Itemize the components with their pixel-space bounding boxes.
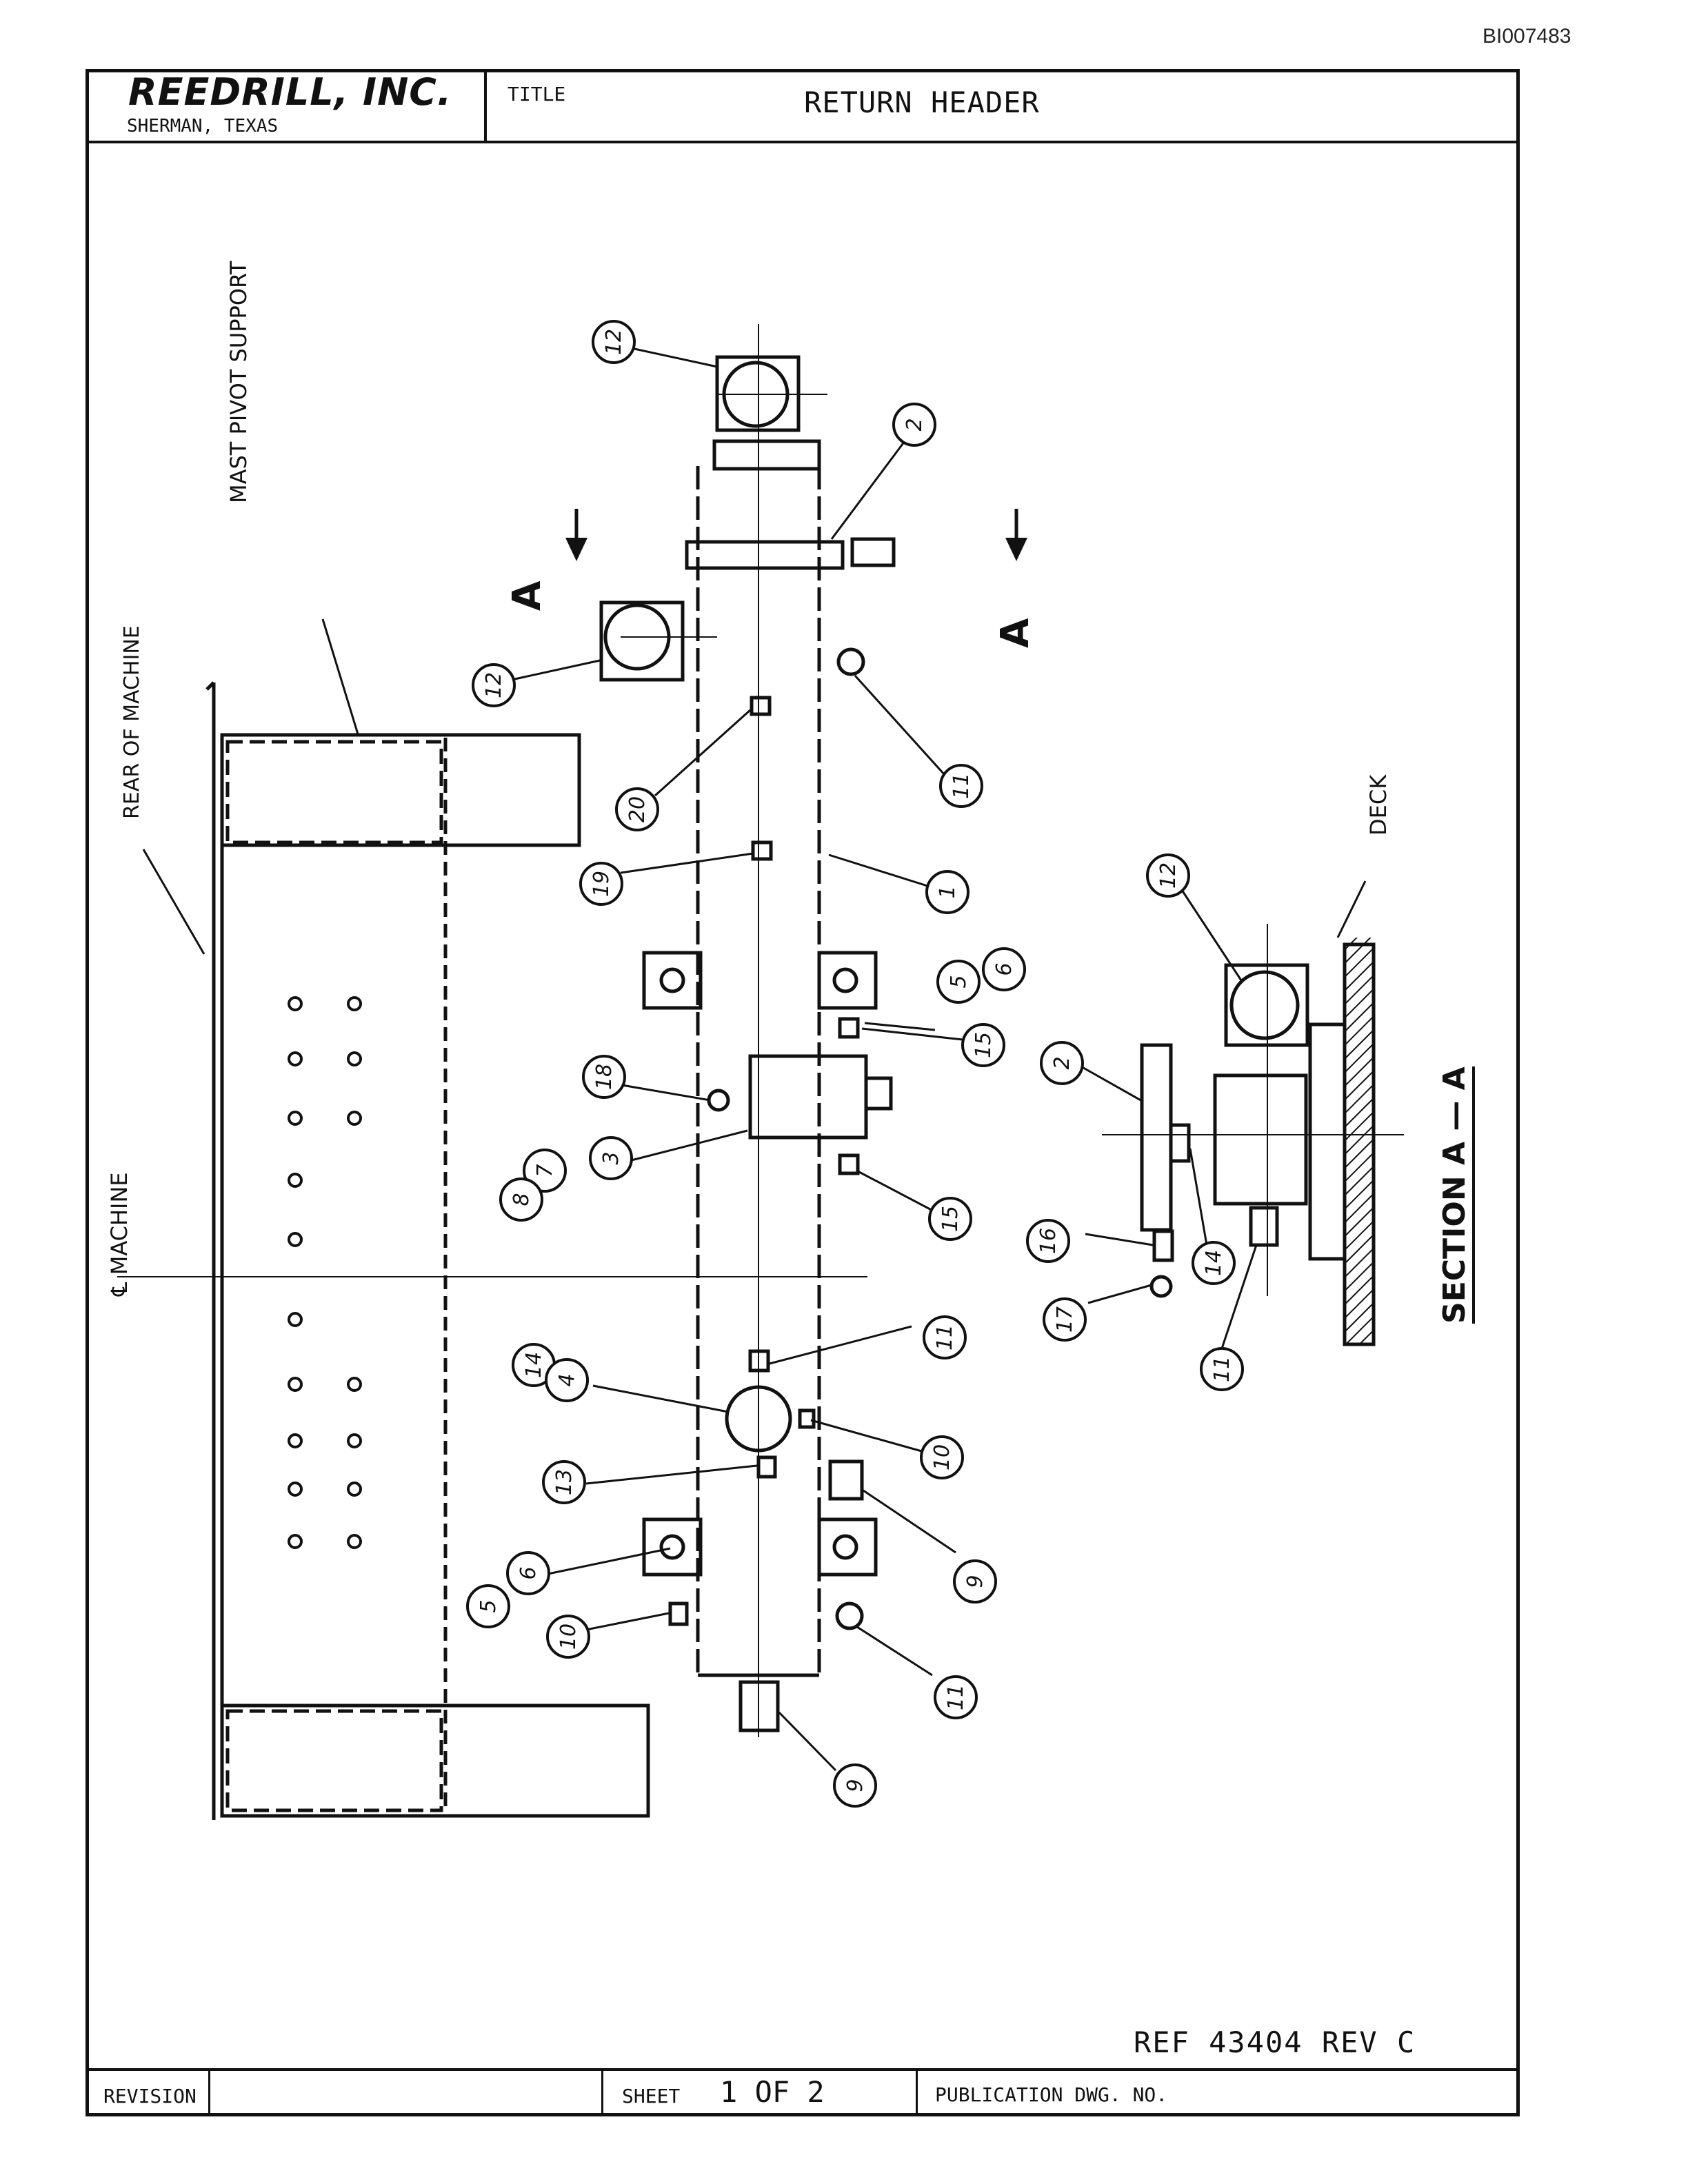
callout-16: 16 <box>1026 1219 1070 1263</box>
callout-10: 10 <box>546 1615 590 1659</box>
callout-5: 5 <box>466 1584 510 1628</box>
callout-5: 5 <box>936 960 981 1004</box>
callout-12: 12 <box>472 663 516 707</box>
title-label: TITLE <box>508 83 566 105</box>
publication-cell-divider <box>916 2068 918 2114</box>
sheet-cell-divider <box>601 2068 603 2114</box>
publication-dwg-label: PUBLICATION DWG. NO. <box>935 2083 1168 2106</box>
callout-17: 17 <box>1043 1297 1087 1342</box>
rear-of-machine-label: REAR OF MACHINE <box>120 625 144 819</box>
title-block <box>86 69 1520 143</box>
callout-15: 15 <box>928 1197 972 1241</box>
callout-6: 6 <box>506 1551 550 1595</box>
title-block-divider <box>484 69 487 143</box>
callout-3: 3 <box>589 1136 633 1180</box>
sheet-label: SHEET <box>622 2085 681 2107</box>
reference-number: REF 43404 REV C <box>1134 2025 1416 2059</box>
callout-10: 10 <box>920 1435 964 1479</box>
callout-6: 6 <box>982 947 1026 991</box>
deck-label: DECK <box>1365 774 1391 836</box>
drawing-frame <box>86 69 1520 2116</box>
callout-2: 2 <box>892 403 936 447</box>
callout-20: 20 <box>615 787 659 831</box>
section-arrow-label-right: A <box>993 618 1038 648</box>
callout-14: 14 <box>1192 1241 1236 1285</box>
revision-cell-divider <box>208 2068 210 2114</box>
callout-11: 11 <box>1200 1347 1244 1391</box>
callout-2: 2 <box>1040 1041 1084 1085</box>
callout-12: 12 <box>592 320 636 364</box>
callout-9: 9 <box>833 1763 877 1808</box>
company-location: SHERMAN, TEXAS <box>127 116 279 136</box>
callout-13: 13 <box>542 1460 586 1504</box>
mast-pivot-support-label: MAST PIVOT SUPPORT <box>225 261 252 503</box>
revision-label: REVISION <box>103 2085 197 2107</box>
callout-11: 11 <box>934 1675 978 1719</box>
company-name: REEDRILL, INC. <box>128 70 452 114</box>
callout-11: 11 <box>923 1315 967 1359</box>
document-id: BI007483 <box>1483 25 1571 48</box>
callout-8: 8 <box>499 1177 543 1222</box>
callout-19: 19 <box>579 862 623 906</box>
machine-centerline-label: ℄ MACHINE <box>106 1172 132 1296</box>
section-title: SECTION A — A <box>1437 1066 1475 1324</box>
sheet-number: 1 OF 2 <box>720 2075 825 2109</box>
drawing-title: RETURN HEADER <box>804 85 1040 119</box>
callout-9: 9 <box>953 1559 997 1604</box>
callout-4: 4 <box>545 1358 589 1402</box>
section-arrow-label-left: A <box>505 580 550 611</box>
callout-15: 15 <box>961 1023 1005 1067</box>
callout-11: 11 <box>939 764 983 808</box>
callout-12: 12 <box>1146 853 1190 898</box>
revision-strip-rule <box>86 2068 1520 2071</box>
callout-1: 1 <box>925 870 969 914</box>
callout-18: 18 <box>582 1055 626 1099</box>
